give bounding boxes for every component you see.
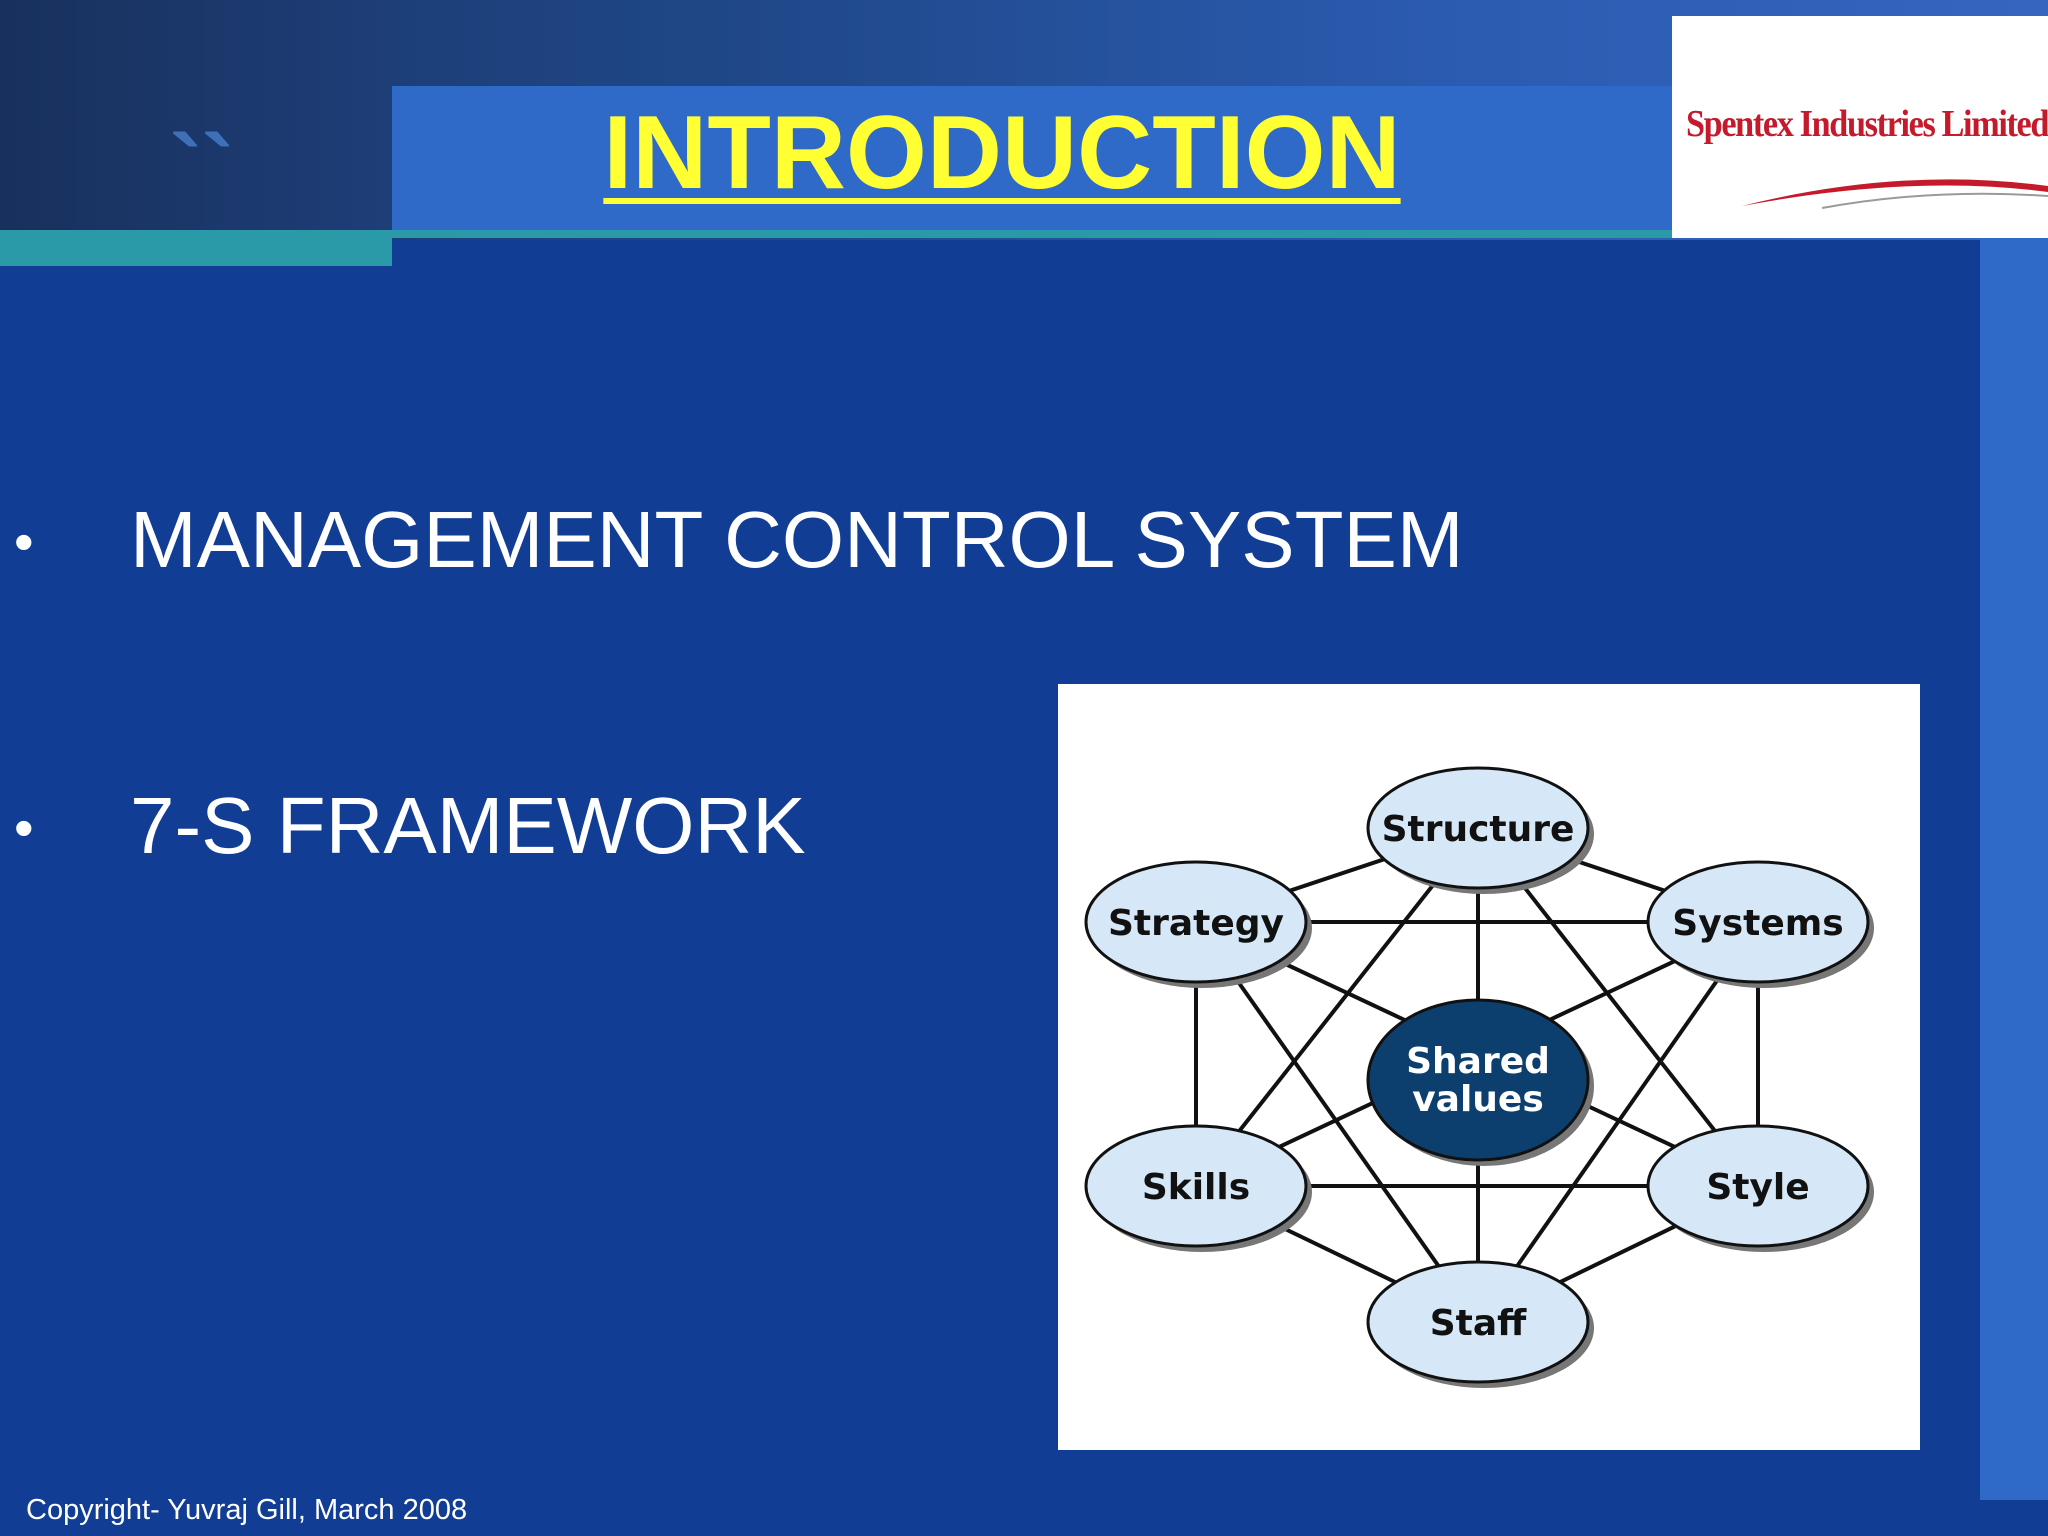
node-shared-values	[1366, 998, 1590, 1162]
node-ellipses	[1084, 766, 1874, 1388]
node-label-shared: Shared	[1406, 1041, 1550, 1082]
bullet-icon: •	[14, 796, 34, 859]
seven-s-diagram-svg: Structure Strategy Systems Shared values…	[1084, 766, 1874, 1388]
node-label-strategy: Strategy	[1108, 903, 1284, 944]
node-label-style: Style	[1706, 1167, 1809, 1208]
node-label-structure: Structure	[1382, 809, 1575, 850]
company-logo: Spentex Industries Limited	[1672, 16, 2048, 238]
node-staff	[1366, 1260, 1590, 1384]
node-label-values: values	[1412, 1079, 1544, 1120]
footer-copyright: Copyright- Yuvraj Gill, March 2008	[26, 1494, 468, 1526]
title-panel	[392, 86, 1672, 230]
slide-title: INTRODUCTION	[603, 95, 1401, 211]
bullet-management-control-system: MANAGEMENT CONTROL SYSTEM	[130, 495, 1464, 584]
logo-swoosh-icon	[1742, 179, 2048, 209]
node-style	[1646, 1124, 1870, 1248]
header-corner	[0, 0, 392, 230]
node-label-staff: Staff	[1430, 1303, 1527, 1344]
node-structure	[1366, 766, 1590, 890]
bullet-icon: •	[14, 510, 34, 573]
bullet-7s-framework: 7-S FRAMEWORK	[130, 781, 806, 870]
seven-s-diagram: Structure Strategy Systems Shared values…	[1058, 684, 1920, 1450]
node-label-skills: Skills	[1142, 1167, 1250, 1208]
decorative-quote-mark: ``	[170, 116, 234, 223]
logo-text: Spentex Industries Limited	[1686, 103, 2048, 145]
node-strategy	[1084, 860, 1308, 984]
node-skills	[1084, 1124, 1308, 1248]
node-systems	[1646, 860, 1870, 984]
title-rule	[392, 230, 1672, 238]
node-label-systems: Systems	[1672, 903, 1843, 944]
right-stripe	[1980, 238, 2048, 1500]
accent-bar	[0, 230, 392, 266]
